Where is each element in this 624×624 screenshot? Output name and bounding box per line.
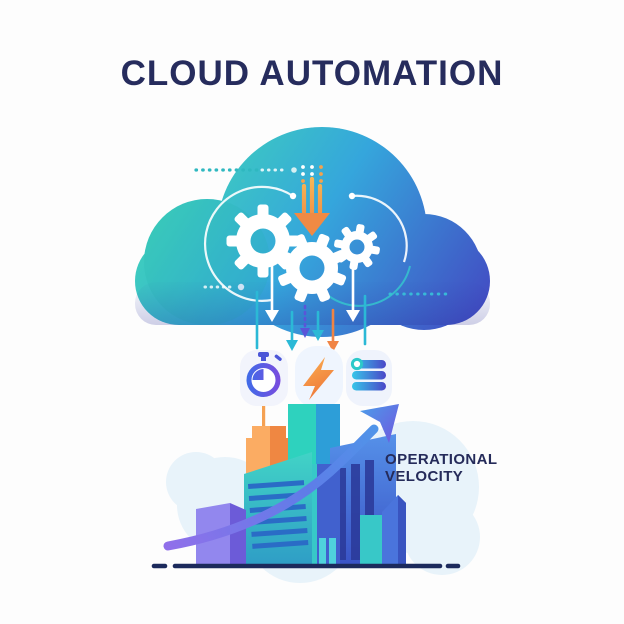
- growth-arrow-icon: [163, 404, 399, 551]
- triple-down-arrow-icon: [294, 176, 330, 236]
- building-striped: [244, 452, 312, 565]
- velocity-line-1: OPERATIONAL: [385, 451, 498, 468]
- building-pitched: [382, 495, 406, 565]
- stopwatch-icon: [246, 352, 282, 397]
- building-blue-tall: [330, 434, 396, 565]
- gear-small-icon: [334, 224, 380, 270]
- gear-middle-icon: [277, 233, 347, 303]
- city-buildings: [151, 404, 480, 583]
- dotted-line-top: [194, 167, 297, 173]
- dotted-line-left: [203, 283, 245, 291]
- velocity-line-2: VELOCITY: [385, 468, 464, 486]
- benefit-icons: [240, 346, 392, 408]
- database-icon: [350, 357, 386, 391]
- gear-arcs: [203, 185, 411, 307]
- flow-arrows: [255, 256, 367, 352]
- lightning-bolt-icon: [303, 357, 334, 400]
- operational-velocity-label: OPERATIONAL VELOCITY: [385, 451, 505, 486]
- page-title: CLOUD AUTOMATION: [120, 54, 504, 93]
